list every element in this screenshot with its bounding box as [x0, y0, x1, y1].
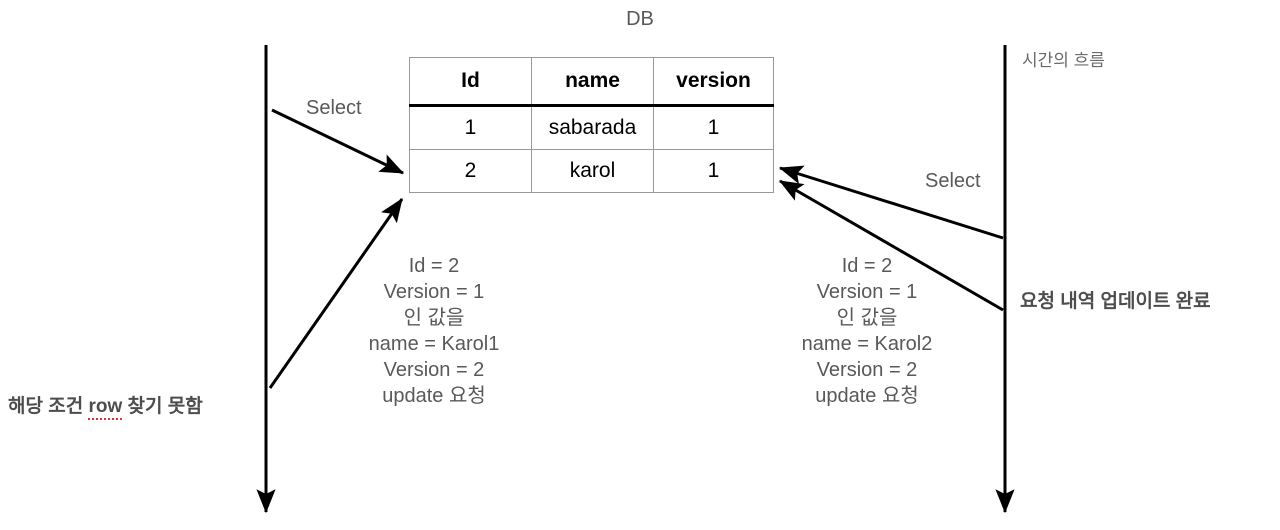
db-rows-table: Id name version 1 sabarada 1 2 karol 1 [409, 57, 774, 193]
table-header-version: version [653, 57, 774, 107]
cell-name: sabarada [531, 105, 654, 150]
table-header-id: Id [409, 57, 532, 107]
table-header-name: name [531, 57, 654, 107]
update-left-arrow [268, 198, 404, 389]
cell-id: 1 [409, 105, 532, 150]
page-title: DB [626, 8, 654, 30]
right-update-note: Id = 2 Version = 1 인 값을 name = Karol2 Ve… [801, 255, 933, 407]
select-left-label: Select [306, 97, 362, 119]
cell-version: 1 [653, 149, 774, 193]
left-result-suffix: 찾기 못함 [122, 396, 203, 417]
left-result-misspelled-word: row [88, 396, 123, 420]
right-result-label: 요청 내역 업데이트 완료 [1020, 291, 1211, 312]
table-row: 2 karol 1 [409, 149, 774, 193]
select-right-arrow [778, 165, 1004, 240]
left-result-label: 해당 조건 row 찾기 못함 [8, 395, 203, 420]
select-right-label: Select [925, 170, 981, 192]
update-right-arrow [778, 179, 1004, 312]
cell-id: 2 [409, 149, 532, 193]
table-row: 1 sabarada 1 [409, 105, 774, 150]
table-header-row: Id name version [409, 57, 774, 107]
cell-version: 1 [653, 105, 774, 150]
time-axis-label: 시간의 흐름 [1022, 51, 1105, 70]
cell-name: karol [531, 149, 654, 193]
left-update-note: Id = 2 Version = 1 인 값을 name = Karol1 Ve… [368, 255, 500, 407]
select-left-arrow [271, 108, 405, 175]
left-result-prefix: 해당 조건 [8, 396, 89, 417]
